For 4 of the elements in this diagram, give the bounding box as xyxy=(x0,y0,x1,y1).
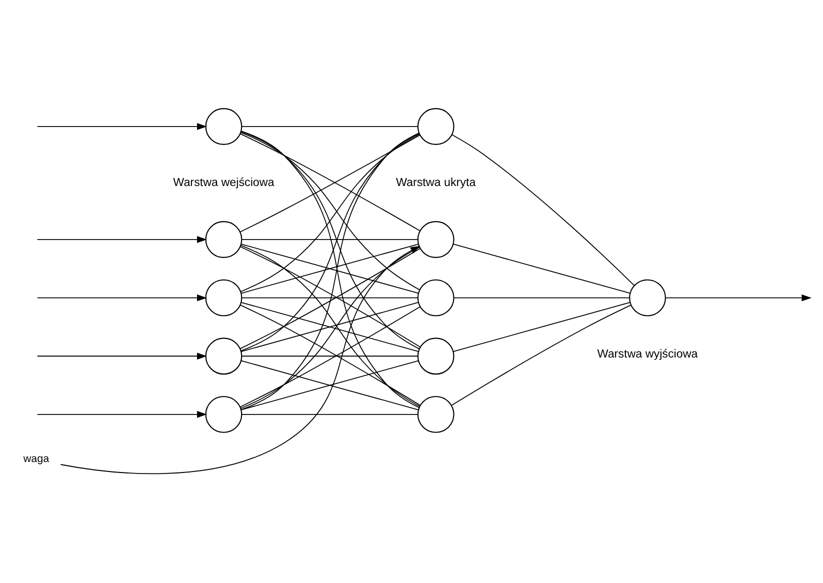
label: Warstwa ukryta xyxy=(396,176,476,189)
node-text: waga xyxy=(23,452,50,465)
label: Warstwa wyjściowa xyxy=(597,346,698,360)
label: Warstwa wejściowa xyxy=(173,176,274,189)
